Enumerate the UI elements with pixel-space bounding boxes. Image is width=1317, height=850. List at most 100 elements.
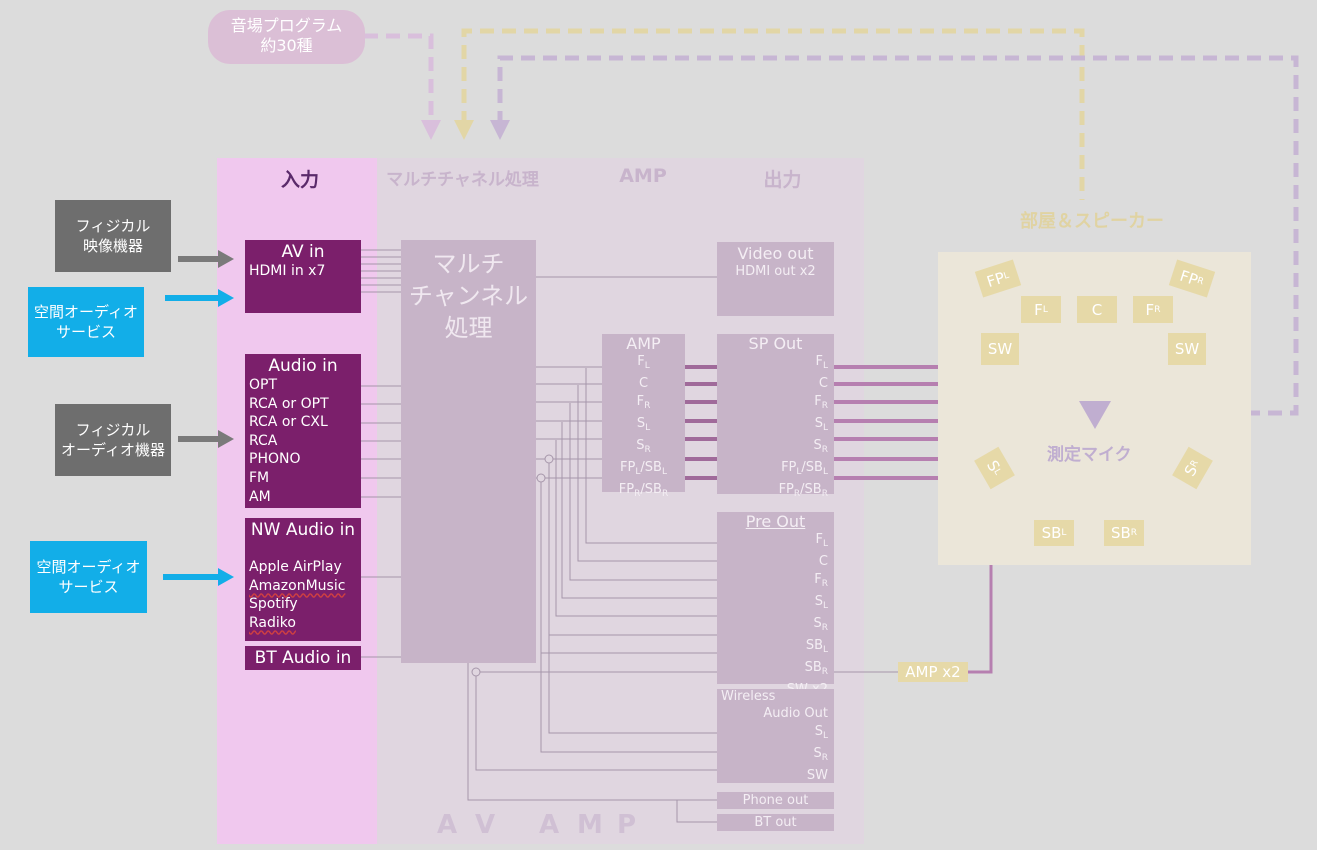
wireless-sw: SW [806, 768, 828, 783]
sound-program-bubble: 音場プログラム 約30種 [208, 10, 365, 64]
amp-ch: C [638, 376, 649, 391]
source-line1: 空間オーディオ [34, 303, 138, 321]
physical-video-source: フィジカル 映像機器 [55, 200, 171, 272]
multi-line2: チャンネル [408, 282, 529, 310]
spatial-audio-source-2: 空間オーディオ サービス [30, 541, 147, 613]
pre-out-box: Pre Out FL C FR SL SR SBL SBR SW x2 [717, 512, 834, 697]
sp-out-ch: SL [814, 416, 828, 433]
output-header: 出力 [763, 169, 802, 191]
audio-in-row: RCA or OPT [249, 395, 329, 412]
mic-icon [1079, 401, 1111, 429]
sp-out-ch: FPL/SBL [781, 460, 828, 477]
sp-out-ch: FR [814, 394, 828, 411]
processing-header: マルチチャネル処理 [386, 170, 539, 190]
bt-out-box: BT out [717, 814, 834, 831]
audio-in-box: Audio in OPT RCA or OPT RCA or CXL RCA P… [245, 354, 361, 508]
bt-out-label: BT out [754, 815, 797, 830]
room-header: 部屋＆スピーカー [1020, 211, 1164, 232]
pre-out-ch: SL [814, 594, 828, 611]
audio-in-row: PHONO [249, 451, 301, 468]
source-line2: オーディオ機器 [61, 441, 165, 459]
pre-out-title: Pre Out [745, 512, 806, 531]
multi-line1: マルチ [432, 250, 505, 278]
pre-out-ch: FR [814, 572, 828, 589]
pre-out-ch: FL [815, 532, 829, 549]
nw-audio-in-box: NW Audio in Apple AirPlay AmazonMusic Sp… [245, 518, 361, 641]
source-line2: サービス [58, 578, 119, 596]
amp-ch: FPR/SBR [618, 482, 669, 499]
bt-audio-in-title: BT Audio in [254, 648, 352, 668]
nw-audio-row: Radiko [249, 614, 296, 631]
arrow-head-2 [454, 120, 474, 140]
pre-out-ch: SR [813, 616, 828, 633]
sp-out-ch: FL [815, 354, 829, 371]
label-letter: P [617, 810, 637, 840]
amp-header: AMP [619, 165, 667, 187]
source-line1: フィジカル [75, 421, 151, 439]
phone-out-box: Phone out [717, 792, 834, 809]
arrow-head-3 [490, 120, 510, 140]
speaker-sw-right: SW [1168, 333, 1206, 365]
audio-in-row: AM [249, 488, 271, 505]
amp-title: AMP [626, 334, 661, 353]
spatial-audio-source-1: 空間オーディオ サービス [28, 287, 144, 357]
nw-audio-row: AmazonMusic [249, 577, 346, 594]
label-letter: M [577, 810, 603, 840]
sp-out-ch: FPR/SBR [778, 482, 828, 499]
audio-in-title: Audio in [268, 356, 338, 376]
audio-in-row: RCA [249, 432, 278, 449]
audio-in-row: FM [249, 469, 270, 486]
av-in-title: AV in [281, 242, 325, 262]
wireless-ch: SL [814, 724, 828, 741]
source-line2: 映像機器 [82, 237, 143, 255]
amp-ch: FL [637, 354, 650, 371]
multichannel-block: マルチ チャンネル 処理 [401, 240, 536, 663]
video-out-title: Video out [737, 244, 814, 263]
speaker-sw-left: SW [981, 333, 1019, 365]
audio-in-row: RCA or CXL [249, 414, 328, 431]
source-line1: フィジカル [75, 217, 151, 235]
video-out-sub: HDMI out x2 [735, 264, 816, 279]
speaker-c: C [1077, 296, 1117, 323]
label-letter: V [475, 810, 496, 840]
bt-audio-in-box: BT Audio in [245, 646, 361, 670]
source-line2: サービス [55, 323, 116, 341]
amp-ch: FPL/SBL [620, 460, 667, 477]
arrow-head-1 [421, 120, 441, 140]
label-letter: A [437, 810, 458, 840]
wireless-line1: Wireless [721, 689, 776, 704]
physical-audio-source: フィジカル オーディオ機器 [55, 404, 171, 476]
wireless-out-box: Wireless Audio Out SL SR SW [717, 689, 834, 783]
multi-line3: 処理 [444, 314, 493, 342]
pre-out-ch: C [818, 554, 828, 569]
nw-audio-row: Apple AirPlay [249, 559, 342, 575]
amp-ch: SR [636, 438, 651, 455]
sp-out-ch: C [818, 376, 828, 391]
pre-out-ch: SBL [805, 638, 828, 655]
source-line1: 空間オーディオ [36, 558, 141, 576]
nw-audio-in-title: NW Audio in [250, 520, 356, 540]
bubble-line2: 約30種 [260, 36, 313, 55]
av-in-sub: HDMI in x7 [249, 263, 326, 279]
audio-in-row: OPT [249, 377, 278, 393]
wireless-line2: Audio Out [763, 706, 828, 721]
label-letter: A [539, 810, 560, 840]
sp-out-title: SP Out [748, 334, 803, 353]
mic-label: 測定マイク [1047, 445, 1132, 465]
sp-out-ch: SR [813, 438, 828, 455]
pre-out-ch: SBR [804, 660, 828, 677]
amp-ch: FR [636, 394, 651, 411]
amp-x2-box: AMP x2 [898, 662, 968, 682]
amp-block: AMP FL C FR SL SR FPL/SBL FPR/SBR [602, 334, 685, 499]
bubble-line1: 音場プログラム [230, 16, 343, 35]
amp-ch: SL [636, 416, 651, 433]
nw-audio-row: Spotify [249, 596, 298, 613]
video-out-box: Video out HDMI out x2 [717, 242, 834, 316]
av-in-box: AV in HDMI in x7 [245, 240, 361, 313]
input-header: 入力 [280, 169, 319, 191]
phone-out-label: Phone out [742, 793, 809, 808]
